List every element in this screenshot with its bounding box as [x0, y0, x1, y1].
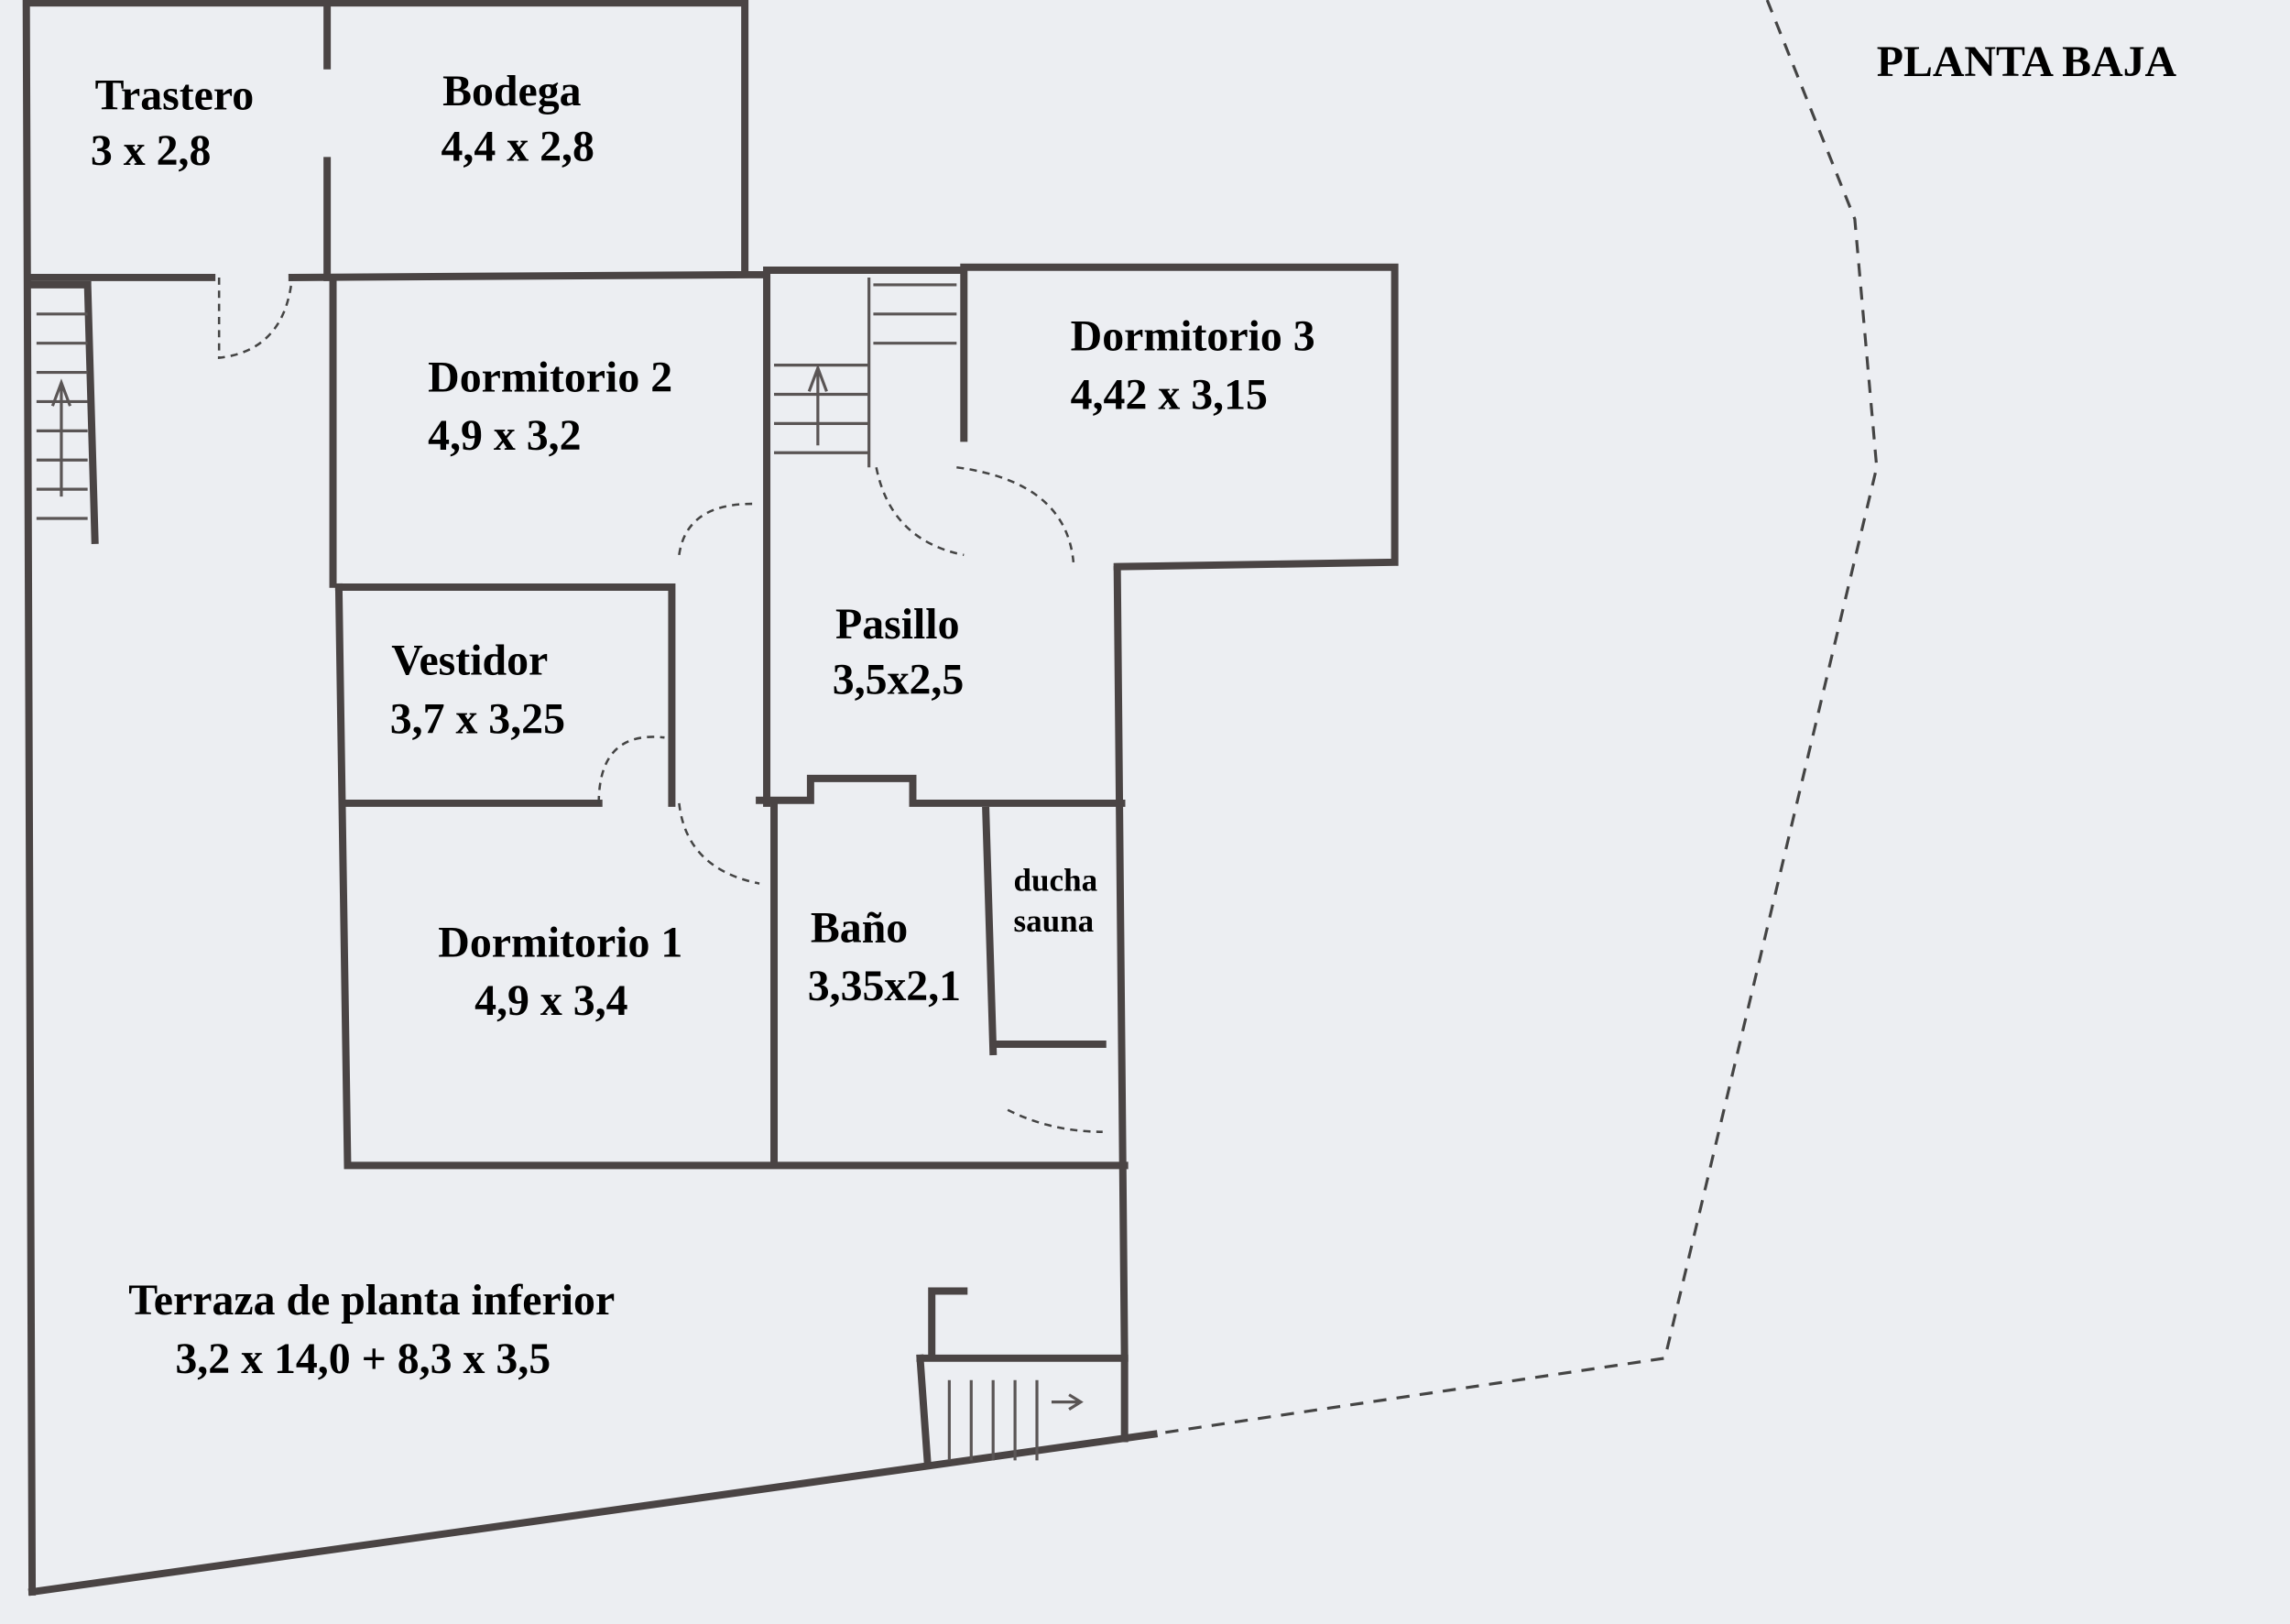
room-dormitorio1-size: 4,9 x 3,4	[474, 976, 627, 1025]
room-dormitorio1-name: Dormitorio 1	[438, 918, 682, 966]
walls	[22, 0, 1399, 1597]
plan-title: PLANTA BAJA	[1877, 38, 2177, 86]
room-bano-size: 3,35x2,1	[808, 962, 961, 1010]
room-sauna-label: sauna	[1014, 903, 1095, 939]
property-boundary	[1153, 0, 1879, 1436]
room-vestidor-name: Vestidor	[391, 637, 548, 685]
area-terraza-name: Terraza de planta inferior	[128, 1276, 615, 1324]
room-bodega-name: Bodega	[442, 67, 582, 115]
room-pasillo-size: 3,5x2,5	[833, 655, 964, 703]
room-trastero-name: Trastero	[95, 71, 255, 120]
room-dormitorio2-name: Dormitorio 2	[428, 353, 672, 401]
doors	[217, 277, 1103, 1133]
area-terraza-size: 3,2 x 14,0 + 8,3 x 3,5	[175, 1335, 551, 1383]
room-vestidor-size: 3,7 x 3,25	[390, 694, 565, 743]
stairs	[36, 277, 1084, 1461]
room-trastero-size: 3 x 2,8	[91, 126, 212, 175]
room-ducha-label: ducha	[1014, 863, 1098, 899]
room-bano-name: Baño	[811, 903, 908, 952]
room-pasillo-name: Pasillo	[835, 600, 960, 649]
room-dormitorio2-size: 4,9 x 3,2	[428, 411, 581, 460]
room-dormitorio3-size: 4,42 x 3,15	[1071, 370, 1268, 419]
room-dormitorio3-name: Dormitorio 3	[1071, 312, 1315, 361]
room-bodega-size: 4,4 x 2,8	[442, 122, 594, 170]
